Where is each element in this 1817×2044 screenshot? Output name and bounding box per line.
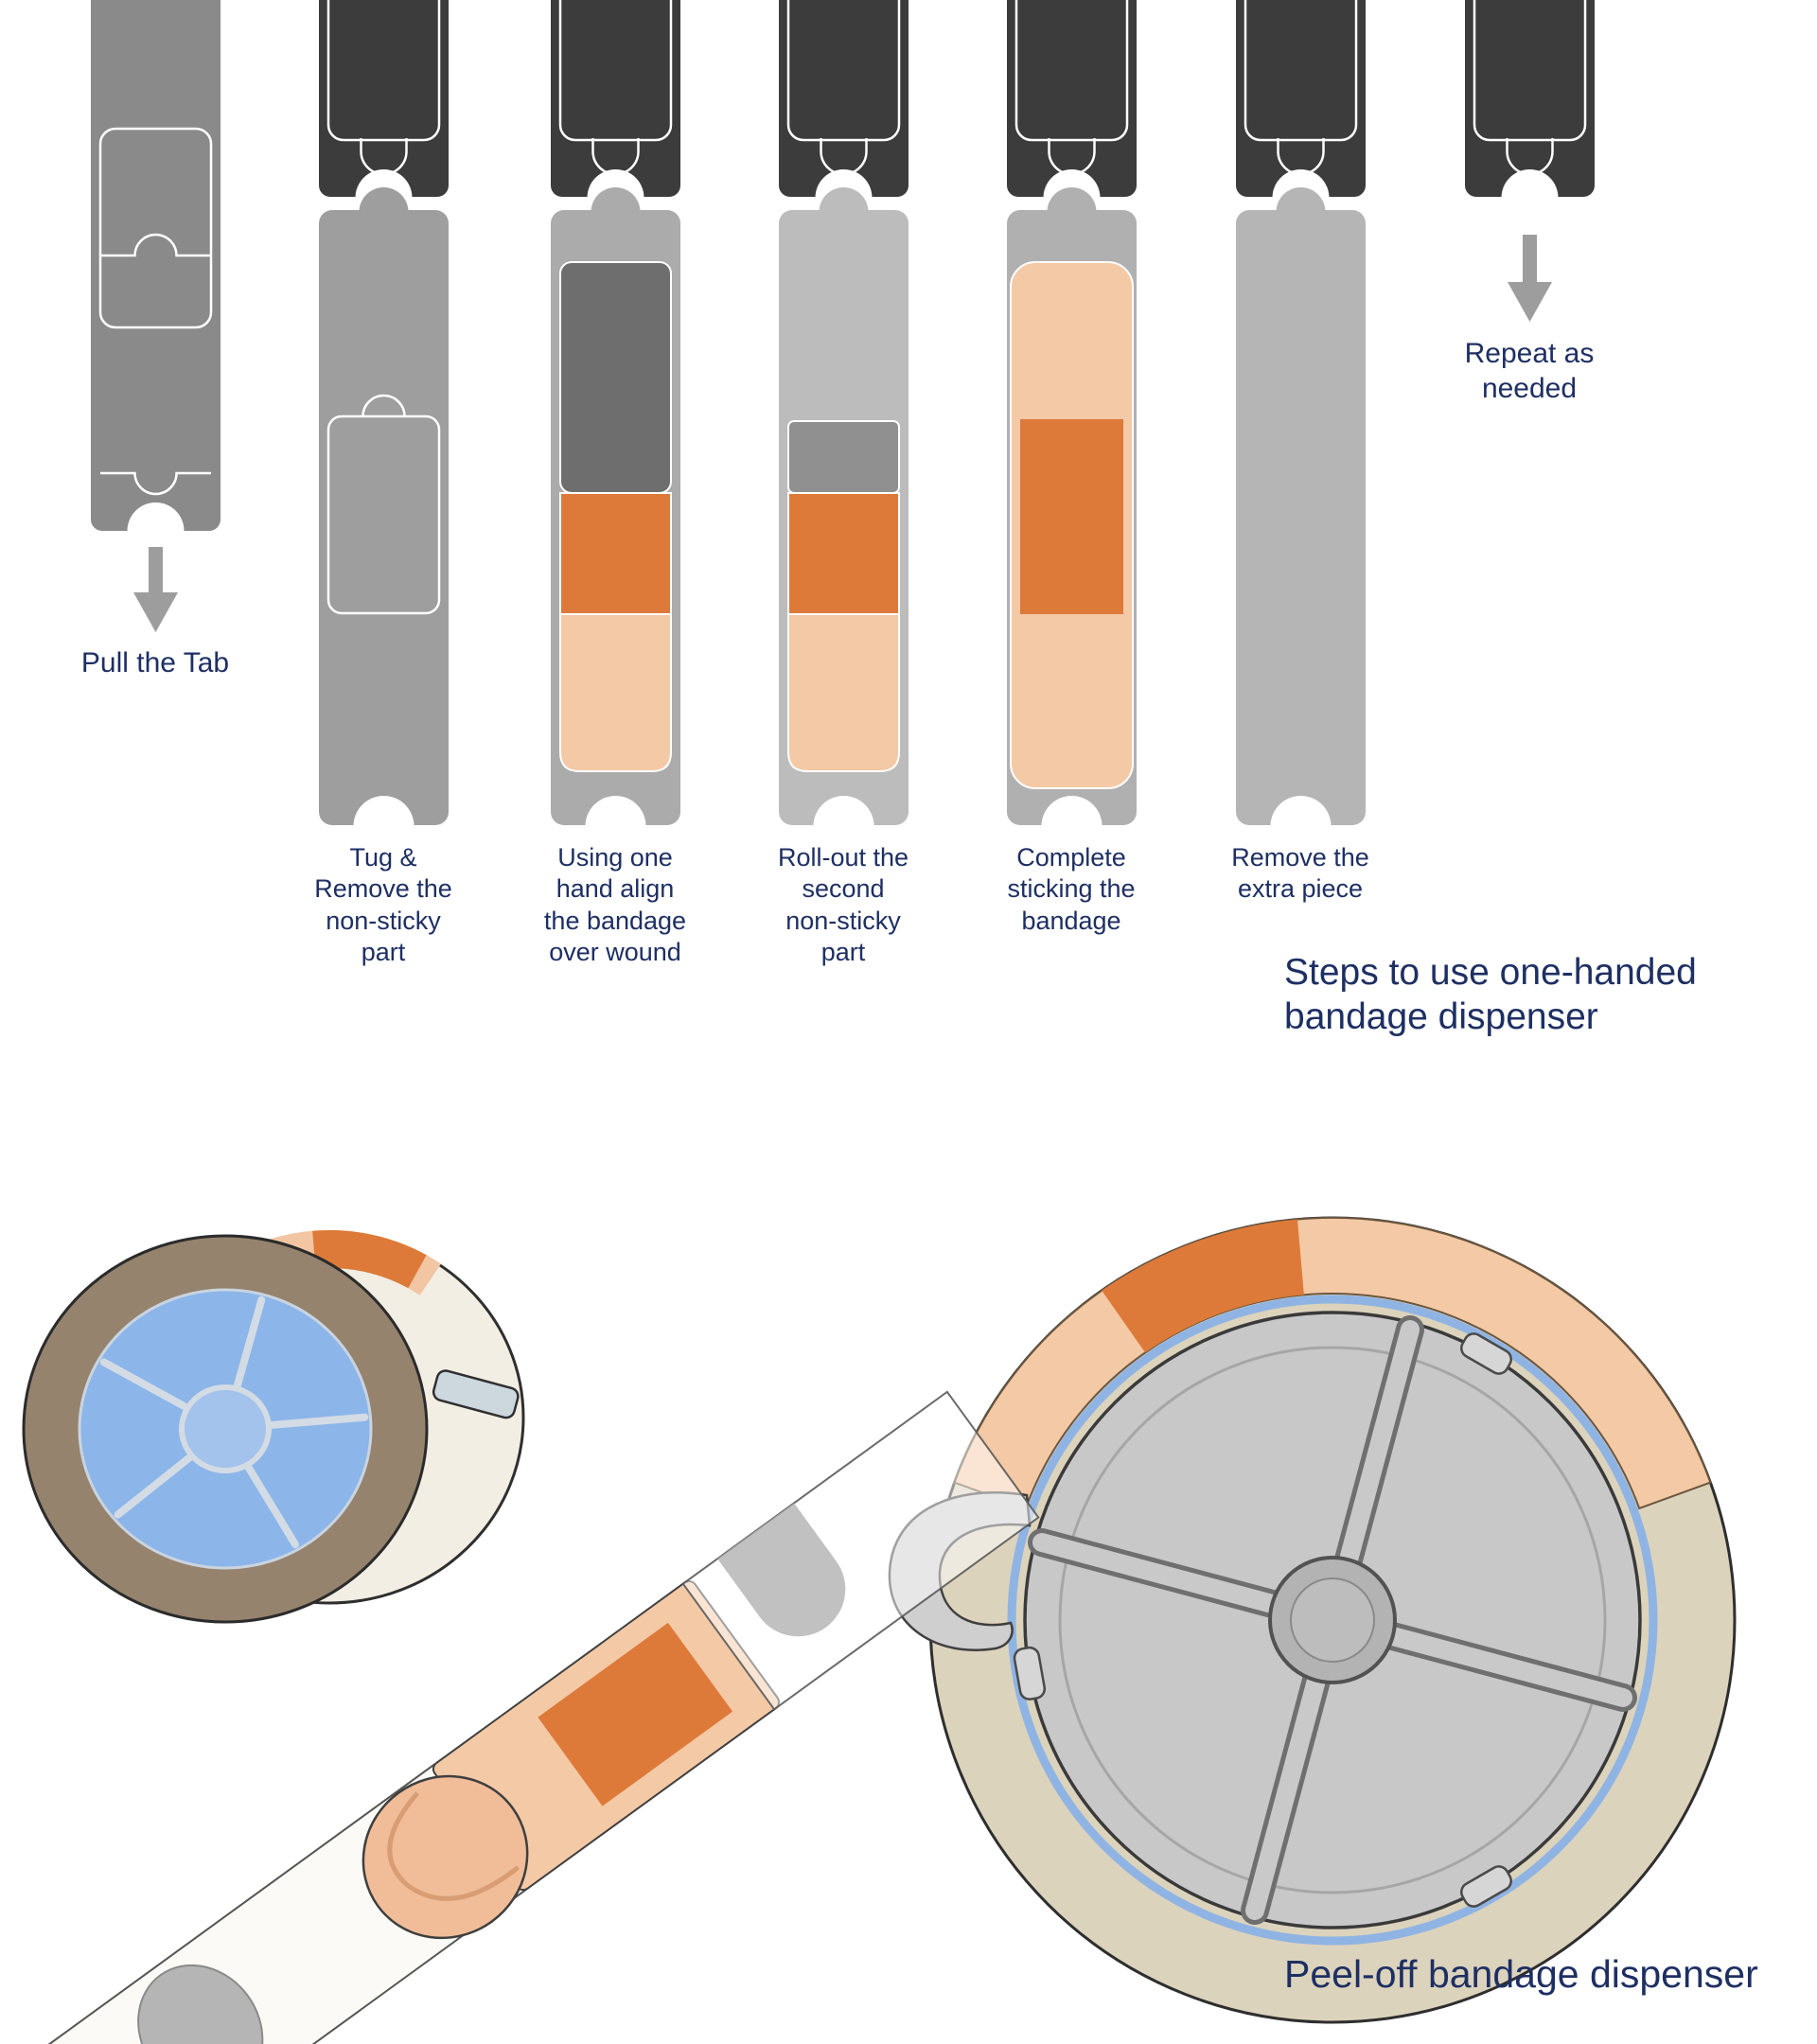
strip-step-1 (91, 0, 221, 531)
large-dispenser-hub-clips (1013, 1332, 1512, 1908)
strip-step-4 (779, 0, 908, 826)
pull-tab-arrow-icon (133, 547, 178, 632)
strip-thumb-notch (137, 1964, 264, 2044)
repeat-arrow-icon (1508, 235, 1552, 322)
large-dispenser-orange-pad (1102, 1219, 1304, 1353)
small-dispenser-orange-pad (312, 1230, 427, 1289)
strip-clear-liner (681, 1390, 1040, 1711)
step-label-4: Complete sticking the bandage (1007, 843, 1136, 935)
strip-step-6 (1236, 0, 1366, 826)
step-label-5: Remove the extra piece (1231, 843, 1369, 904)
strip-step-2 (319, 0, 449, 826)
steps-title: Steps to use one-handed bandage dispense… (1284, 952, 1697, 1037)
large-dispenser-window-edge (1007, 1295, 1658, 1946)
small-dispenser-peel-tab (432, 1369, 520, 1419)
strip-orange-pad (538, 1622, 733, 1806)
small-dispenser-spokes (99, 1295, 369, 1549)
step-label-3: Roll-out the second non-sticky part (777, 843, 909, 967)
unrolled-bandage-strip (34, 1390, 1040, 2044)
strip-tab-arch (717, 1503, 846, 1637)
small-dispenser-illustration (22, 1229, 525, 1624)
strip-step-3 (551, 0, 680, 826)
pull-tab-label: Pull the Tab (80, 647, 230, 678)
strip-peeled-curl (362, 1774, 529, 1940)
step-label-1: Tug & Remove the non-sticky part (314, 843, 452, 967)
strip-step-7 (1465, 0, 1595, 198)
repeat-label: Repeat as needed (1464, 338, 1595, 405)
strip-step-5 (1007, 0, 1137, 826)
step-label-2: Using one hand align the bandage over wo… (543, 843, 687, 967)
dispenser-caption: Peel-off bandage dispenser (1284, 1952, 1758, 1996)
large-dispenser-illustration (34, 1216, 1737, 2044)
small-dispenser-hub (179, 1384, 272, 1473)
